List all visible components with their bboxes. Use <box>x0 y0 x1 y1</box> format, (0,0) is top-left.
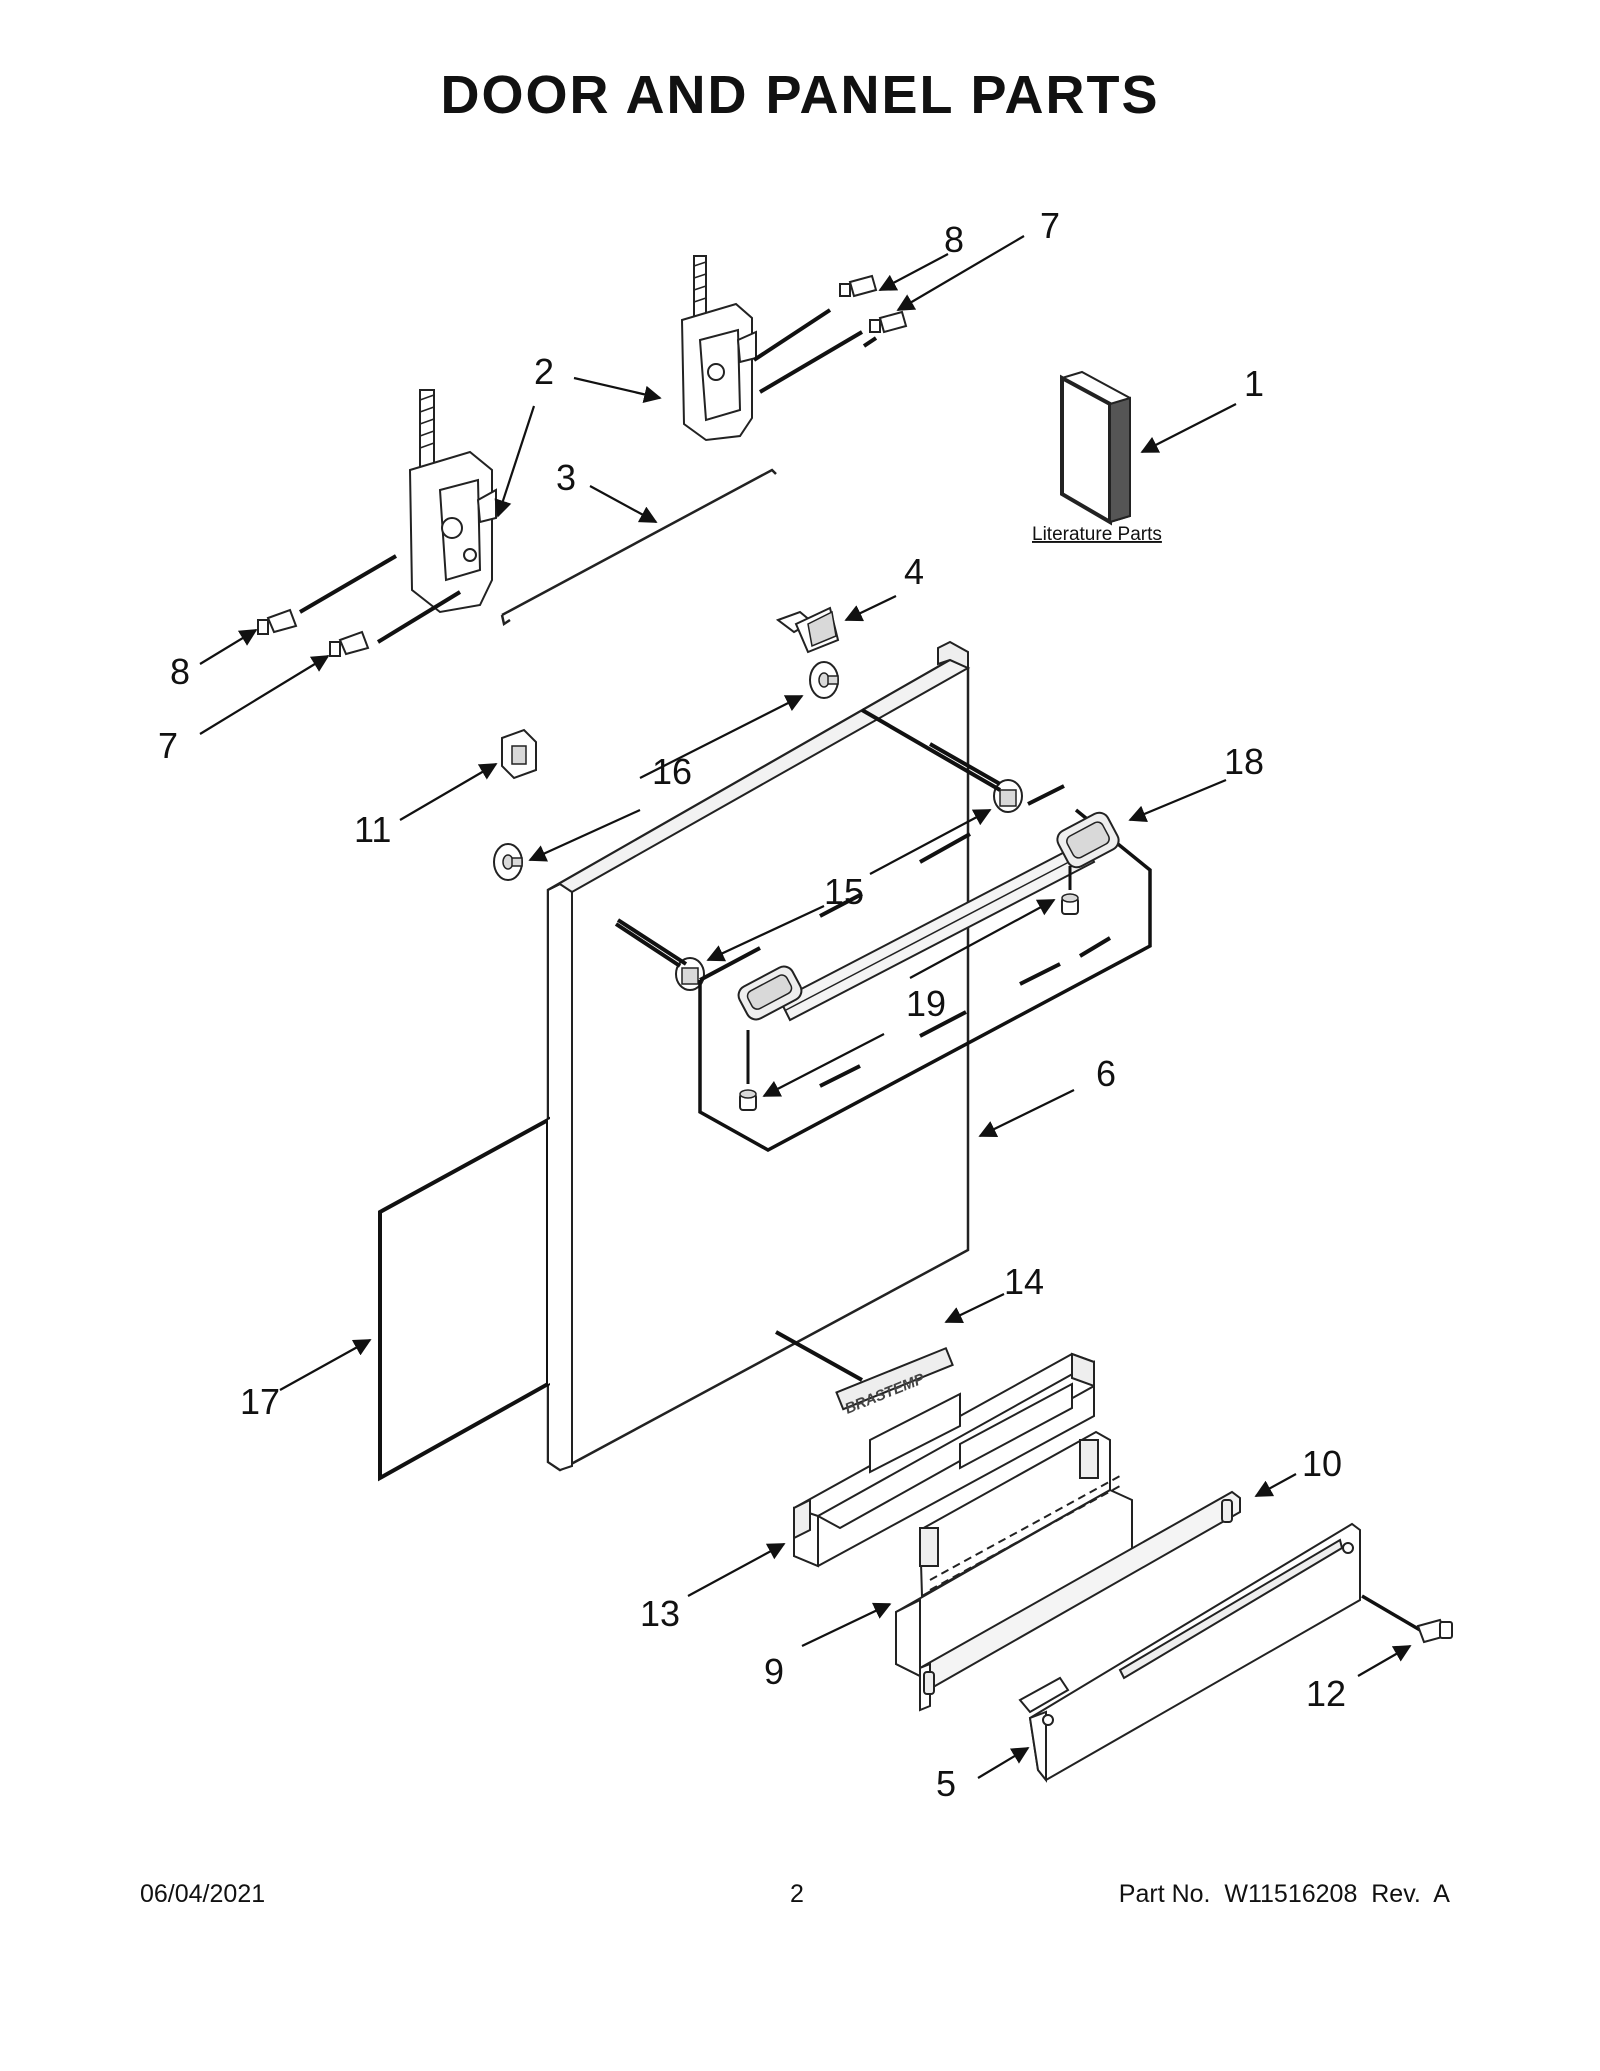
toe-panel <box>895 1430 1133 1678</box>
callout-8-right: 8 <box>944 219 964 260</box>
kick-plate <box>1018 1522 1361 1783</box>
toe-insulation-upper <box>793 1352 1095 1568</box>
door-handle <box>737 811 1120 1022</box>
handle-standoff-left <box>675 957 705 991</box>
door-panel <box>546 640 971 1472</box>
callout-12: 12 <box>1306 1673 1346 1714</box>
callout-8-left: 8 <box>170 651 190 692</box>
brand-badge <box>775 1330 954 1411</box>
callout-18: 18 <box>1224 741 1264 782</box>
door-spacer-right <box>809 661 839 699</box>
callout-14: 14 <box>1004 1261 1044 1302</box>
callout-4: 4 <box>904 551 924 592</box>
callout-13: 13 <box>640 1593 680 1634</box>
hinge-screw-8-right <box>839 274 878 298</box>
left-hinge <box>408 389 497 614</box>
insulation-panel <box>378 1114 560 1482</box>
callout-5: 5 <box>936 1763 956 1804</box>
trim-strip <box>919 1490 1241 1712</box>
literature-parts-label: Literature Parts <box>1032 524 1162 545</box>
callout-10: 10 <box>1302 1443 1342 1484</box>
page-title: DOOR AND PANEL PARTS <box>440 65 1160 125</box>
callout-15: 15 <box>824 871 864 912</box>
callout-1: 1 <box>1244 363 1264 404</box>
door-spacer-left <box>493 843 523 881</box>
leader-arrows <box>199 235 1412 1779</box>
callout-2: 2 <box>534 351 554 392</box>
door-strike <box>775 606 840 654</box>
footer-page-number: 2 <box>790 1880 804 1908</box>
literature-booklet <box>1060 370 1131 526</box>
footer-date: 06/04/2021 <box>140 1880 266 1908</box>
handle-standoff-right <box>993 779 1023 813</box>
footer-part-number: Part No. W11516208 Rev. A <box>1118 1880 1450 1908</box>
callout-19: 19 <box>906 983 946 1024</box>
handle-box-outline <box>698 784 1152 1152</box>
callout-9: 9 <box>764 1651 784 1692</box>
kick-plate-screw <box>1361 1594 1453 1644</box>
hinge-screw-7-left <box>329 630 370 657</box>
callout-7-right: 7 <box>1040 205 1060 246</box>
right-hinge <box>680 255 757 442</box>
handle-screw-left <box>739 1089 757 1111</box>
handle-screw-right <box>1061 893 1079 915</box>
callout-16: 16 <box>652 751 692 792</box>
door-bumper <box>501 728 537 780</box>
hinge-screw-8-left <box>257 608 298 635</box>
callout-17: 17 <box>240 1381 280 1422</box>
hinge-rod <box>500 468 777 627</box>
hinge-screw-7-right <box>869 310 908 334</box>
callout-3: 3 <box>556 457 576 498</box>
callout-7-left: 7 <box>158 725 178 766</box>
callout-11: 11 <box>354 809 391 850</box>
callout-6: 6 <box>1096 1053 1116 1094</box>
